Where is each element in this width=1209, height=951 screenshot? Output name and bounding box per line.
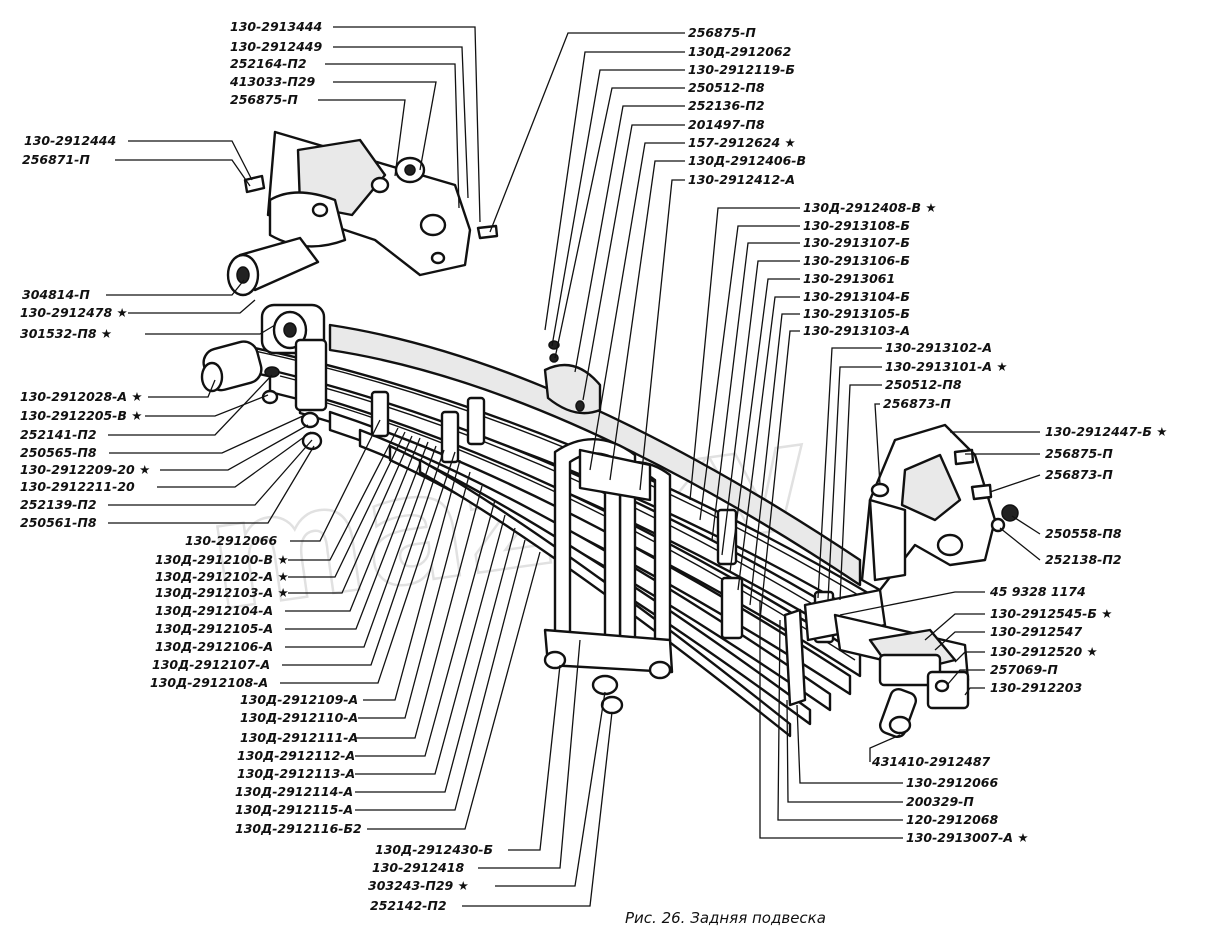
part-label: 130Д-2912100-В ★ — [155, 552, 289, 567]
part-label: 130Д-2912105-А — [155, 621, 273, 636]
part-label: 130-2912449 — [230, 39, 322, 54]
part-label: 252141-П2 — [20, 427, 97, 442]
part-label: 130Д-2912115-А — [235, 802, 353, 817]
part-label: 130Д-2912112-А — [237, 748, 355, 763]
part-label: 130Д-2912113-А — [237, 766, 355, 781]
part-label: 250565-П8 — [20, 445, 97, 460]
part-label: 130-2913107-Б — [803, 235, 910, 250]
figure-caption: Рис. 26. Задняя подвеска — [625, 909, 826, 927]
part-label: 256875-П — [688, 25, 756, 40]
part-label: 130-2912119-Б — [688, 62, 795, 77]
part-label: 130-2913101-А ★ — [885, 359, 1008, 374]
part-label: 252136-П2 — [688, 98, 765, 113]
part-label: 252138-П2 — [1045, 552, 1122, 567]
part-label: 130Д-2912406-В — [688, 153, 806, 168]
part-label: 130-2913105-Б — [803, 306, 910, 321]
part-label: 130-2912547 — [990, 624, 1082, 639]
part-label: 130-2912066 — [906, 775, 998, 790]
rear-bracket — [860, 423, 1019, 592]
part-label: 130-2912028-А ★ — [20, 389, 143, 404]
part-label: 130Д-2912107-А — [152, 657, 270, 672]
part-label: 130Д-2912104-А — [155, 603, 273, 618]
part-label: 431410-2912487 — [871, 754, 991, 769]
part-label: 250558-П8 — [1045, 526, 1122, 541]
fasteners-left — [261, 338, 328, 451]
part-label: 130Д-2912430-Б — [375, 842, 493, 857]
part-label: 256871-П — [22, 152, 90, 167]
helper-spring — [328, 323, 862, 587]
part-labels: 130-2913444 130-2912449 252164-П2 413033… — [20, 19, 1167, 913]
part-label: 130-2913104-Б — [803, 289, 910, 304]
part-label: 252139-П2 — [20, 497, 97, 512]
part-label: 130-2913007-А ★ — [906, 830, 1029, 845]
center-pad — [543, 340, 602, 415]
part-label: 301532-П8 ★ — [20, 326, 112, 341]
part-label: 130-2912478 ★ — [20, 305, 128, 320]
part-label: 250561-П8 — [20, 515, 97, 530]
rear-slipper — [833, 613, 970, 739]
part-label: 130Д-2912103-А ★ — [155, 585, 289, 600]
part-label: 130Д-2912108-А — [150, 675, 268, 690]
part-label: 200329-П — [906, 794, 974, 809]
part-label: 256875-П — [1045, 446, 1113, 461]
part-label: 252164-П2 — [230, 56, 307, 71]
part-label: 130-2912211-20 — [20, 479, 135, 494]
part-label: 130-2912203 — [990, 680, 1082, 695]
part-label: 130-2912209-20 ★ — [20, 462, 150, 477]
part-label: 256873-П — [883, 396, 951, 411]
part-label: 130Д-2912116-Б2 — [235, 821, 362, 836]
part-label: 256873-П — [1045, 467, 1113, 482]
part-label: 130-2912545-Б ★ — [990, 606, 1112, 621]
part-label: 256875-П — [230, 92, 298, 107]
drawing — [200, 130, 1019, 739]
part-label: 304814-П — [22, 287, 90, 302]
part-label: 130Д-2912102-А ★ — [155, 569, 289, 584]
part-label: 130-2913444 — [230, 19, 322, 34]
part-label: 303243-П29 ★ — [368, 878, 469, 893]
part-label: 130Д-2912111-А — [240, 730, 358, 745]
part-label: 252142-П2 — [370, 898, 447, 913]
part-label: 130-2912412-А — [688, 172, 795, 187]
part-label: 130-2912205-В ★ — [20, 408, 142, 423]
part-label: 130Д-2912114-А — [235, 784, 353, 799]
front-bracket — [226, 130, 499, 297]
part-label: 250512-П8 — [885, 377, 962, 392]
part-label: 130-2913108-Б — [803, 218, 910, 233]
part-label: 130-2913106-Б — [803, 253, 910, 268]
part-label: 413033-П29 — [229, 74, 316, 89]
part-label: 130Д-2912110-А — [240, 710, 358, 725]
part-label: 130-2912418 — [372, 860, 464, 875]
part-label: 130-2912066 — [185, 533, 277, 548]
leader-lines — [106, 26, 1041, 907]
part-label: 250512-П8 — [688, 80, 765, 95]
part-label: 130-2913061 — [803, 271, 895, 286]
part-label: 130-2912447-Б ★ — [1045, 424, 1167, 439]
part-label: 120-2912068 — [906, 812, 998, 827]
part-label: 130Д-2912106-А — [155, 639, 273, 654]
part-label: 201497-П8 — [688, 117, 765, 132]
part-label: 130-2913103-А — [803, 323, 910, 338]
part-label: 257069-П — [990, 662, 1058, 677]
part-label: 130-2912520 ★ — [990, 644, 1098, 659]
part-label: 130Д-2912109-А — [240, 692, 358, 707]
part-label: 130-2912444 — [24, 133, 116, 148]
part-label: 130-2913102-А — [885, 340, 992, 355]
u-bolt-assembly — [543, 438, 674, 715]
part-label: 45 9328 1174 — [989, 584, 1086, 599]
part-label: 130Д-2912408-В ★ — [803, 200, 937, 215]
part-label: 130Д-2912062 — [688, 44, 791, 59]
part-label: 157-2912624 ★ — [688, 135, 796, 150]
